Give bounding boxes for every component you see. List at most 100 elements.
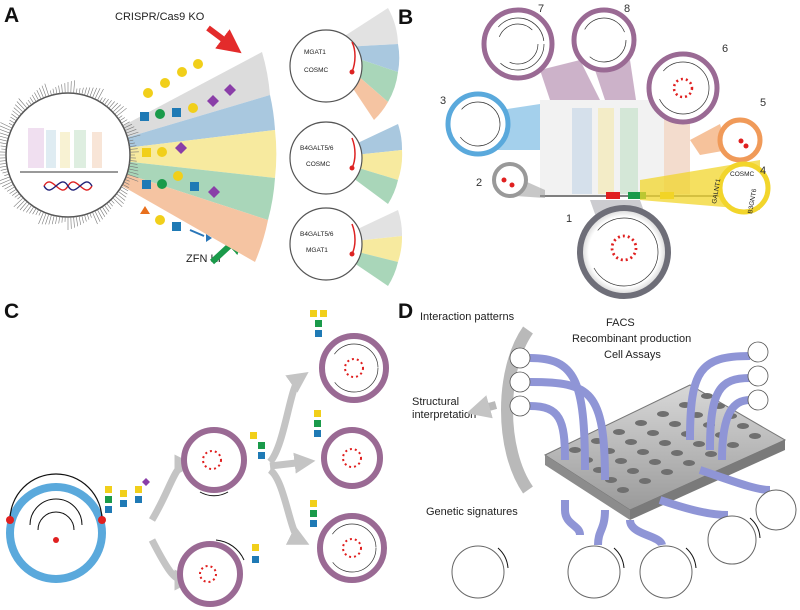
galactose-icon [193, 59, 203, 69]
branch-arrow [269, 452, 316, 474]
genome-band [74, 130, 86, 168]
root-cluster [6, 473, 106, 583]
tube [561, 500, 584, 536]
tube [686, 352, 751, 441]
cluster-number: 2 [476, 177, 482, 189]
cell [509, 347, 531, 369]
cluster-6: 6 [646, 43, 728, 125]
tube [706, 374, 751, 451]
panel-d: D Interaction patterns Structural interp… [398, 300, 797, 599]
panel-a-label: A [4, 4, 19, 27]
tube [529, 354, 589, 471]
gene-label: GALNT1 [711, 178, 722, 204]
cluster-number: 4 [760, 165, 766, 177]
glcnac-icon [315, 330, 322, 337]
engineered-cell-top: MGAT1 COSMC [289, 8, 400, 120]
genome-band [46, 130, 56, 168]
cell [755, 489, 797, 531]
c-cluster-right-top [319, 333, 389, 403]
gene-label: MGAT1 [304, 49, 326, 56]
cluster-2: 2 [476, 162, 528, 198]
glcnac-icon [252, 556, 259, 563]
glycan-stack-c [250, 310, 327, 563]
galactose-icon [135, 486, 142, 493]
gene-label: B4GALT5/6 [300, 231, 334, 238]
cluster-ring [181, 427, 247, 493]
genome-band [28, 128, 44, 168]
cluster-ring [492, 162, 528, 198]
cell [747, 341, 769, 363]
red-dot [98, 516, 106, 524]
gene-band [620, 108, 638, 194]
mannose-icon [155, 109, 165, 119]
tube [626, 519, 666, 547]
engineered-cell-mid: B4GALT5/6 COSMC [289, 121, 403, 204]
glcnac-icon [105, 506, 112, 513]
sialic-acid-icon [208, 186, 220, 198]
c-cluster-upper [181, 427, 247, 497]
c-cluster-right-bottom [317, 513, 387, 583]
red-dot [349, 165, 355, 171]
cluster-ring [481, 7, 555, 81]
red-dot [53, 537, 59, 543]
cluster-number: 8 [624, 3, 630, 15]
gene-label: COSMC [730, 171, 755, 178]
structural-label-2: interpretation [412, 409, 476, 421]
cell-membrane [289, 121, 363, 195]
cluster-ring [319, 333, 389, 403]
gene-marker [606, 192, 620, 199]
tube [658, 496, 729, 519]
chain-arrow-icon [206, 234, 212, 242]
panel-a: A CRISPR/Cas9 KO ZFN KI [0, 4, 403, 286]
galactose-icon [252, 544, 259, 551]
cluster-7: 7 [481, 3, 555, 81]
mannose-icon [314, 420, 321, 427]
cluster-4: COSMC GALNT1 B3GNT6 4 [711, 161, 771, 215]
cluster-ring [717, 161, 771, 215]
cluster-ring [321, 427, 383, 489]
cluster-ring [571, 7, 637, 73]
red-dot [6, 516, 14, 524]
tube [594, 509, 609, 546]
galactose-icon [105, 486, 112, 493]
facs-label: FACS [606, 317, 635, 329]
dot-ring [342, 448, 362, 468]
funnel-5 [690, 124, 728, 155]
dna-helix-icon [43, 181, 93, 191]
mannose-icon [105, 496, 112, 503]
sialic-acid-icon [207, 95, 219, 107]
glycan-legend-c [105, 478, 150, 513]
arc [491, 17, 545, 71]
gene-label: B3GNT6 [747, 188, 758, 214]
cell [707, 515, 757, 565]
panel-b: B 7 8 [398, 3, 771, 299]
arc [329, 343, 379, 393]
cell [509, 395, 531, 417]
arc [37, 511, 75, 531]
arc [29, 498, 83, 526]
brace-arrow [466, 395, 498, 419]
membrane-hairs [0, 80, 141, 230]
arc [749, 517, 761, 539]
cluster-5: 5 [717, 97, 766, 163]
branch-arrow [267, 371, 309, 465]
dot-ring [344, 358, 364, 378]
cluster-ring [646, 51, 720, 125]
engineered-cell-bottom: B4GALT5/6 MGAT1 [289, 207, 403, 286]
galactose-icon [177, 67, 187, 77]
gene-band [598, 108, 614, 194]
gene-label: COSMC [306, 161, 331, 168]
branch-arrow [148, 454, 196, 522]
glcnac-icon [140, 112, 149, 121]
dot-ring [202, 450, 222, 470]
glcnac-icon [172, 108, 181, 117]
galactose-icon [157, 147, 167, 157]
interaction-patterns-label: Interaction patterns [420, 311, 515, 323]
gene-band [572, 108, 592, 194]
galactose-icon [143, 88, 153, 98]
arc [656, 61, 710, 115]
cell-membrane [289, 29, 363, 103]
galactose-icon [120, 490, 127, 497]
galnac-icon [142, 148, 151, 157]
galactose-icon [310, 500, 317, 507]
